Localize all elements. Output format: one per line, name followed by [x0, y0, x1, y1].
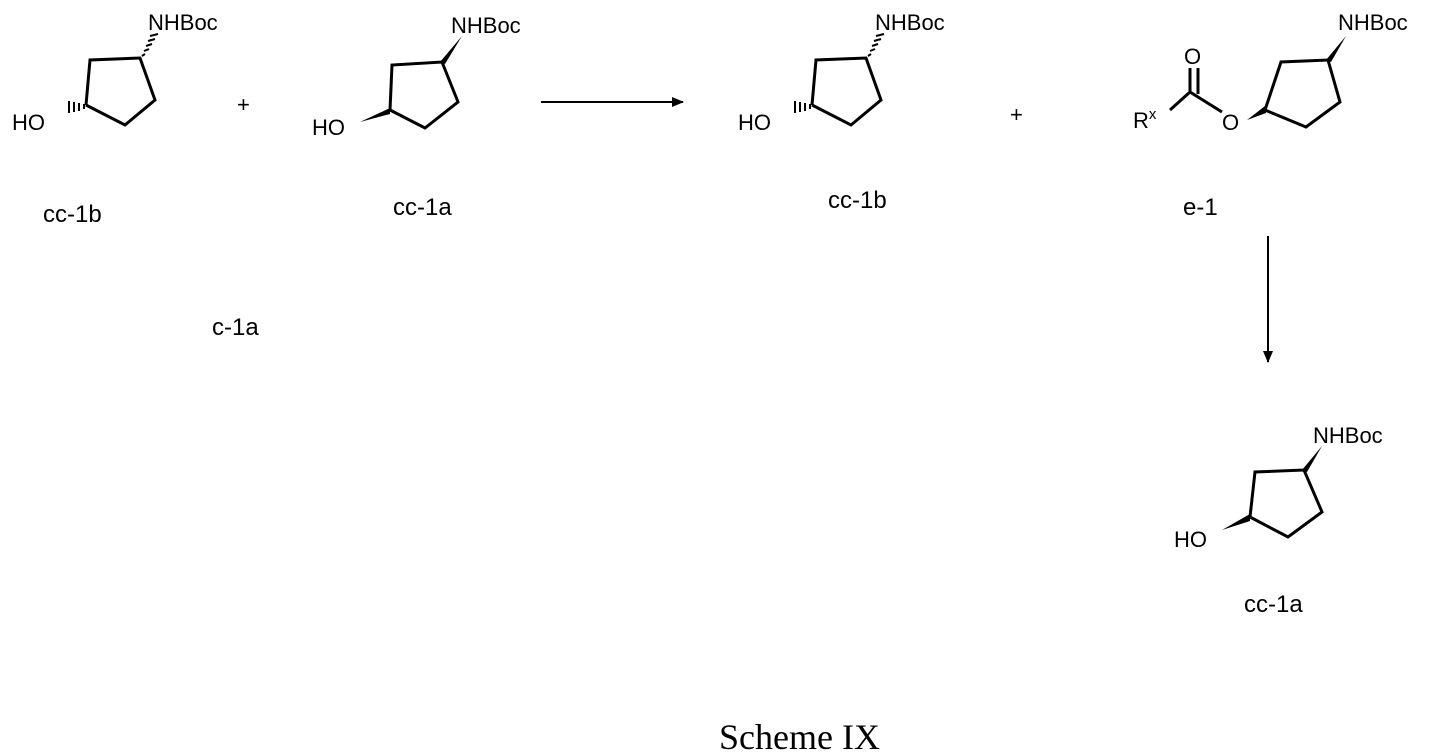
x-superscript: x	[1149, 106, 1157, 123]
hashed-wedge-nhboc	[142, 34, 158, 56]
nhboc-label: NHBoc	[875, 10, 945, 35]
hashed-wedge-ho	[69, 101, 84, 113]
solid-wedge-nhboc	[1326, 36, 1346, 62]
r-group-label: Rx	[1133, 106, 1157, 133]
ho-label: HO	[12, 110, 45, 135]
ring-bonds	[390, 62, 458, 128]
compound-label-cc-1a-left: cc-1a	[393, 194, 452, 221]
ho-label: HO	[738, 110, 771, 135]
ho-label: HO	[312, 115, 345, 140]
nhboc-label: NHBoc	[1313, 423, 1383, 448]
ring-bonds	[1250, 470, 1322, 537]
solid-wedge-o	[1247, 106, 1266, 120]
solid-wedge-nhboc	[440, 36, 462, 64]
compound-label-e-1: e-1	[1183, 194, 1218, 221]
carbonyl-o-label: O	[1184, 44, 1201, 69]
molecule-cc-1a-left: NHBoc HO	[312, 13, 521, 140]
plus-sign-right: +	[1010, 102, 1023, 127]
molecule-cc-1b-right: NHBoc HO	[738, 10, 945, 135]
compound-label-cc-1b-left: cc-1b	[43, 201, 102, 228]
ring-bonds	[812, 58, 881, 125]
r-carbon-bond	[1170, 92, 1190, 110]
molecule-e-1: O O Rx NHBoc	[1133, 10, 1408, 135]
ester-bond	[1190, 92, 1222, 112]
molecule-cc-1a-bottom: NHBoc HO	[1174, 423, 1383, 552]
hashed-wedge-ho	[795, 101, 810, 113]
plus-sign-left: +	[237, 92, 250, 117]
ring-bonds	[86, 58, 155, 125]
nhboc-label: NHBoc	[451, 13, 521, 38]
ester-o-label: O	[1222, 110, 1239, 135]
solid-wedge-ho	[360, 108, 390, 122]
r-label: R	[1133, 108, 1149, 133]
ring-bonds	[1265, 60, 1340, 127]
solid-wedge-nhboc	[1302, 446, 1322, 472]
hashed-wedge-nhboc	[868, 34, 884, 56]
molecule-cc-1b-left: NHBoc HO	[12, 10, 218, 135]
compound-label-cc-1b-right: cc-1b	[828, 187, 887, 214]
nhboc-label: NHBoc	[1338, 10, 1408, 35]
ho-label: HO	[1174, 527, 1207, 552]
compound-label-cc-1a-bottom: cc-1a	[1244, 591, 1303, 618]
scheme-caption: Scheme IX	[719, 717, 880, 756]
compound-label-c-1a: c-1a	[212, 314, 259, 341]
nhboc-label: NHBoc	[148, 10, 218, 35]
solid-wedge-ho	[1222, 514, 1250, 530]
